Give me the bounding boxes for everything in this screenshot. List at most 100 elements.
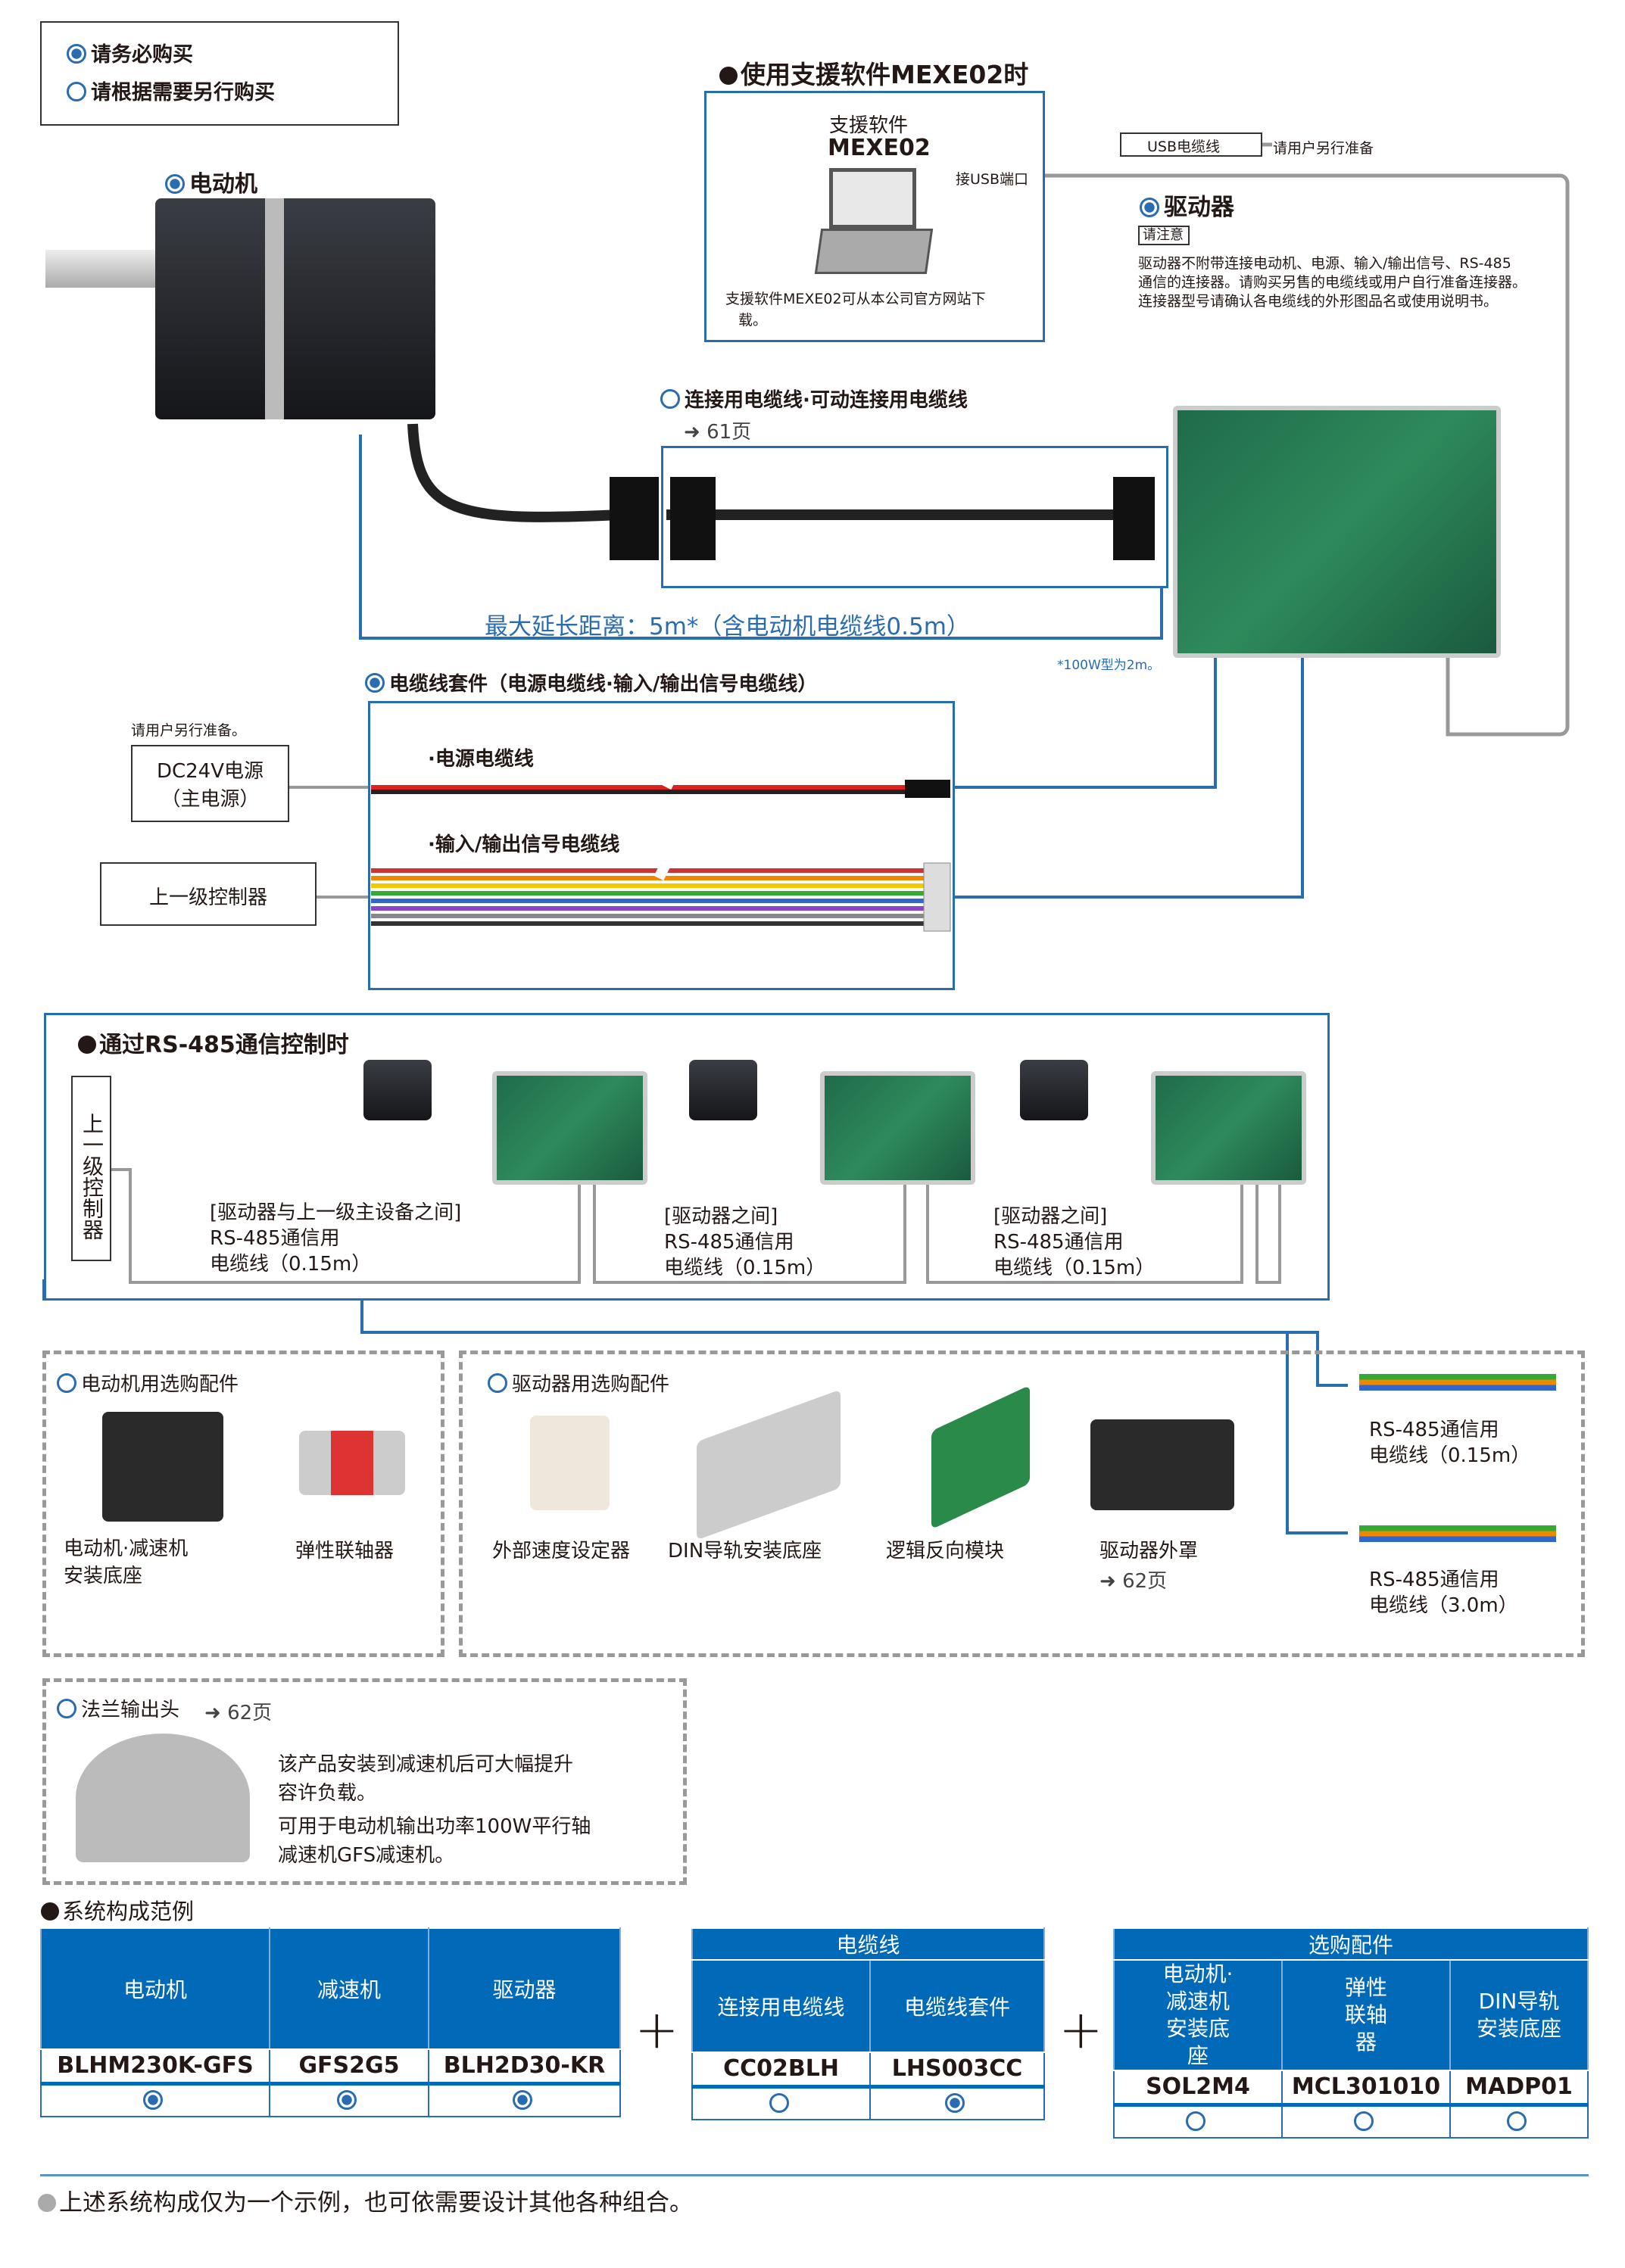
mounting-bracket-image xyxy=(102,1412,223,1522)
page-ref[interactable]: 61页 xyxy=(706,421,752,444)
driver-note-1: 驱动器不附带连接电动机、电源、输入/输出信号、RS-485 xyxy=(1138,255,1511,272)
model: BLHM230K-GFS xyxy=(40,2048,270,2086)
required-icon xyxy=(945,2093,965,2114)
text: 容许负载。 xyxy=(278,1782,377,1805)
label: RS-485通信用 xyxy=(993,1231,1124,1254)
label: [驱动器之间] xyxy=(993,1205,1108,1228)
cable-kit-label-text: 电缆线套件（电源电缆线·输入/输出信号电缆线） xyxy=(389,673,818,696)
software-title-text: 使用支援软件MEXE02时 xyxy=(741,60,1029,89)
motor-acc-item-1: 电动机·减速机安装底座 xyxy=(64,1535,188,1590)
text: 该产品安装到减速机后可大幅提升 xyxy=(278,1753,574,1776)
label: [驱动器之间] xyxy=(664,1205,778,1228)
driver-label-text: 驱动器 xyxy=(1164,194,1234,221)
connection-cable-page-link[interactable]: ➜ 61页 xyxy=(684,421,752,444)
model: LHS003CC xyxy=(869,2051,1045,2089)
driver-cover-page-link[interactable]: ➜ 62页 xyxy=(1099,1570,1168,1593)
flange-page-link[interactable]: ➜ 62页 xyxy=(204,1702,273,1724)
flange-box xyxy=(42,1678,687,1885)
power-cable-label: ·电源电缆线 xyxy=(428,748,534,771)
text: 可用于电动机输出功率100W平行轴 xyxy=(278,1815,591,1838)
rs485-cable-short-image xyxy=(1359,1374,1556,1391)
motor-image-1 xyxy=(363,1060,432,1120)
footer-divider xyxy=(40,2174,1589,2176)
driver-acc-item-2: DIN导轨安装底座 xyxy=(668,1540,822,1562)
label: 电缆线（0.15m） xyxy=(1369,1444,1531,1467)
driver-acc-title-text: 驱动器用选购配件 xyxy=(512,1373,670,1396)
page-ref[interactable]: 62页 xyxy=(227,1702,273,1724)
rs485-label-1: [驱动器与上一级主设备之间]RS-485通信用电缆线（0.15m） xyxy=(210,1200,461,1277)
required-icon xyxy=(165,174,185,194)
legend-optional-text: 请根据需要另行购买 xyxy=(91,81,275,104)
driver-acc-item-1: 外部速度设定器 xyxy=(492,1540,631,1562)
rs485-box xyxy=(44,1013,1330,1301)
col-coupling: 弹性联轴器 xyxy=(1281,1959,1451,2071)
flange-description: 该产品安装到减速机后可大幅提升容许负载。可用于电动机输出功率100W平行轴减速机… xyxy=(278,1750,591,1870)
rs485-label-2: [驱动器之间] RS-485通信用电缆线（0.15m） xyxy=(664,1204,825,1281)
bullet-icon xyxy=(78,1036,96,1054)
label: [驱动器与上一级主设备之间] xyxy=(210,1201,462,1224)
driver-note-2: 通信的连接器。请购买另售的电缆线或用户自行准备连接器。 xyxy=(1138,274,1527,291)
motor-image xyxy=(155,198,435,419)
col-gearhead: 减速机 xyxy=(269,1927,429,2050)
label: 电缆线（0.15m） xyxy=(210,1253,372,1276)
col-mounting-base: 电动机·减速机安装底座 xyxy=(1113,1959,1283,2071)
driver-accessories-box xyxy=(459,1351,1585,1657)
rs485-title: 通过RS-485通信控制时 xyxy=(78,1026,349,1059)
connection-cable-label-text: 连接用电缆线·可动连接用电缆线 xyxy=(685,389,968,412)
software-product: MEXE02 xyxy=(828,135,931,161)
label: 电缆线（0.15m） xyxy=(993,1257,1156,1279)
io-cable-label: ·输入/输出信号电缆线 xyxy=(428,833,620,856)
label: RS-485通信用 xyxy=(1369,1419,1499,1441)
footer-note: 上述系统构成仅为一个示例，也可依需要设计其他各种组合。 xyxy=(38,2183,693,2217)
driver-image-3 xyxy=(1151,1071,1306,1185)
cable-kit-label: 电缆线套件（电源电缆线·输入/输出信号电缆线） xyxy=(365,668,817,696)
model: CC02BLH xyxy=(691,2051,871,2089)
bullet-icon xyxy=(41,1902,59,1921)
optional-icon xyxy=(57,1373,76,1393)
driver-label: 驱动器 xyxy=(1140,188,1234,222)
model: BLH2D30-KR xyxy=(428,2048,621,2086)
motor-label-text: 电动机 xyxy=(189,171,257,198)
required-icon xyxy=(143,2090,163,2111)
required-icon xyxy=(67,44,86,64)
optional-icon xyxy=(488,1373,507,1393)
user-prepare-note: 请用户另行准备。 xyxy=(131,722,247,739)
software-note: 支援软件MEXE02可从本公司官方网站下 xyxy=(725,291,986,307)
text: 减速机GFS减速机。 xyxy=(278,1844,455,1867)
label: 电缆线（0.15m） xyxy=(664,1257,826,1279)
max-length-text: 最大延长距离：5m*（含电动机电缆线0.5m） xyxy=(485,613,970,640)
motor-image-3 xyxy=(1020,1060,1088,1120)
driver-image xyxy=(1173,406,1501,658)
software-title: 使用支援软件MEXE02时 xyxy=(719,55,1028,91)
plus-sign: + xyxy=(1059,1999,1103,2061)
motor-acc-title-text: 电动机用选购配件 xyxy=(81,1373,239,1396)
page-ref[interactable]: 62页 xyxy=(1122,1570,1168,1593)
driver-acc-item-3: 逻辑反向模块 xyxy=(886,1540,1005,1562)
speed-setter-image xyxy=(530,1416,610,1510)
software-note-2: 载。 xyxy=(738,312,768,329)
legend-optional: 请根据需要另行购买 xyxy=(67,76,275,105)
label: RS-485通信用 xyxy=(664,1231,794,1254)
legend-required: 请务必购买 xyxy=(67,38,193,67)
motor-label: 电动机 xyxy=(165,165,257,198)
driver-acc-item-5: RS-485通信用电缆线（0.15m） xyxy=(1369,1417,1530,1469)
host-controller-box: 上一级控制器 xyxy=(100,862,317,926)
bullet-icon xyxy=(38,2194,56,2212)
model: GFS2G5 xyxy=(269,2048,429,2086)
software-name: 支援软件 xyxy=(829,114,909,137)
rs485-title-text: 通过RS-485通信控制时 xyxy=(99,1032,349,1058)
driver-cover-image xyxy=(1090,1419,1234,1510)
driver-image-1 xyxy=(492,1071,647,1185)
bullet-icon xyxy=(719,67,738,85)
connection-cable-box xyxy=(661,446,1168,588)
plus-sign: + xyxy=(635,1999,679,2061)
label: RS-485通信用 xyxy=(1369,1569,1499,1591)
col-din-rail: DIN导轨安装底座 xyxy=(1449,1959,1589,2071)
optional-icon xyxy=(1186,2111,1205,2132)
flange-title-text: 法兰输出头 xyxy=(81,1699,180,1721)
driver-acc-item-4: 驱动器外罩 xyxy=(1099,1540,1199,1562)
group-accessories: 选购配件 xyxy=(1113,1927,1589,1961)
flange-image xyxy=(76,1734,250,1862)
